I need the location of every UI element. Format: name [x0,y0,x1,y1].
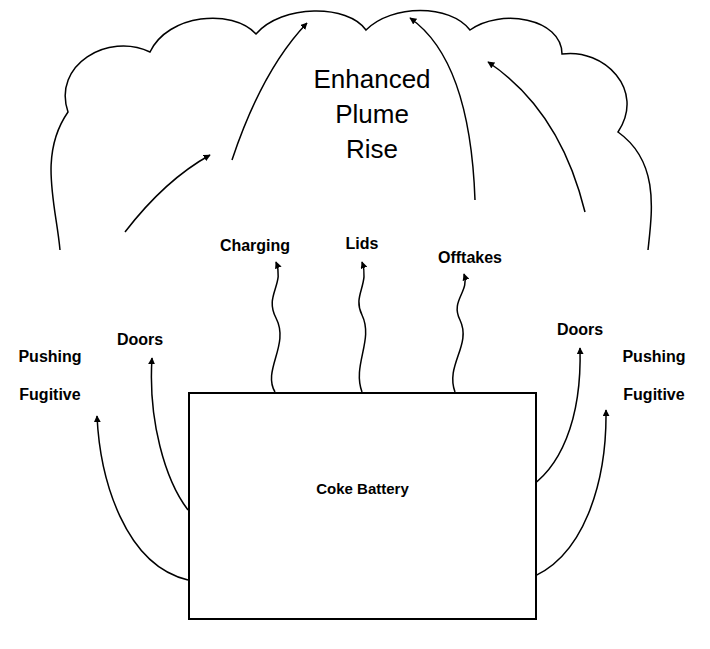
source-label: Offtakes [438,248,502,268]
source-label: Doors [557,320,603,340]
cloud-path [51,11,651,251]
source-label: Pushing Fugitive [18,338,81,414]
pushing-arrow [525,410,606,580]
plume-arrow [488,62,585,212]
source-label: Doors [117,330,163,350]
lids-arrow [359,262,366,392]
source-label: Lids [346,234,379,254]
pushing-arrow [97,416,188,580]
source-label: Pushing Fugitive [622,338,685,414]
node-text: Coke Battery [190,394,535,497]
charging-arrow [271,262,280,392]
plume-arrow [410,18,475,200]
plume-arrow [232,23,307,160]
coke-battery-box: Coke Battery [188,392,537,620]
plume-arrow [125,155,210,232]
source-label: Charging [220,236,290,256]
doors-arrow [151,358,188,510]
node-text: Enhanced Plume Rise [313,62,430,167]
plume-cloud: Enhanced Plume Rise [35,0,665,252]
offtakes-arrow [453,274,465,392]
